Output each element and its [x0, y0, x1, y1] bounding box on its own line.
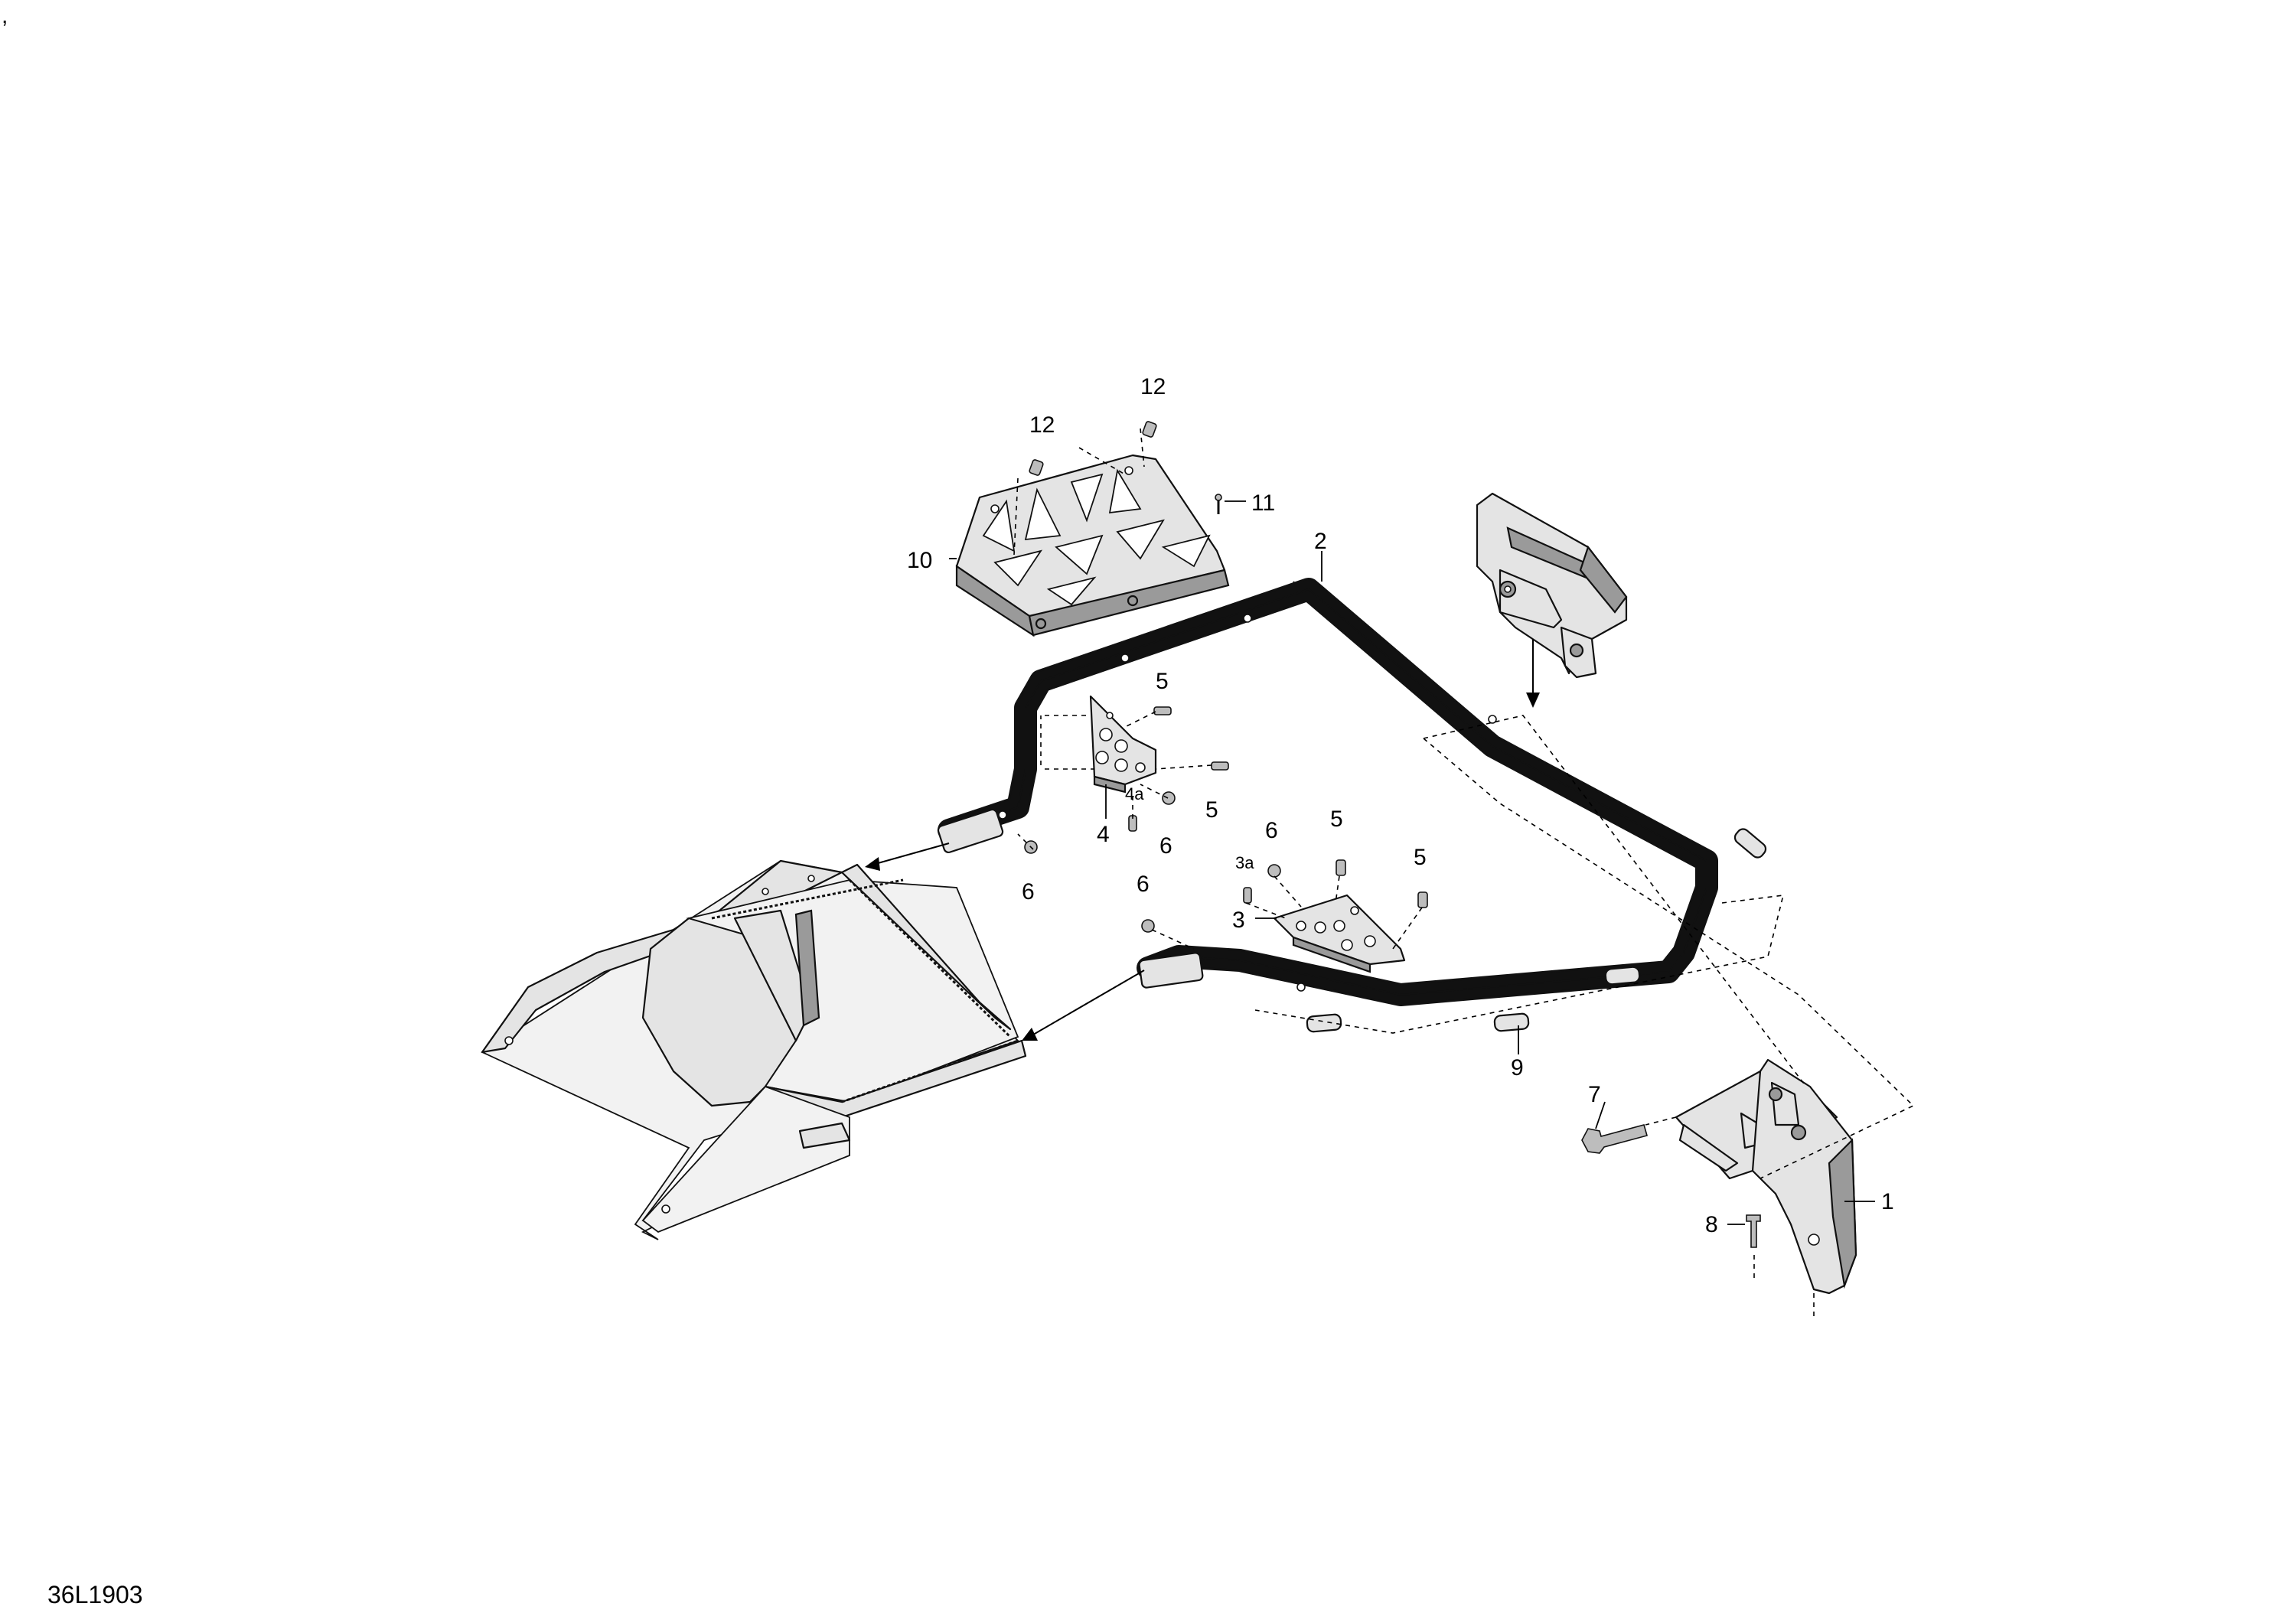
corner-mark: ,: [2, 3, 8, 28]
spacers-part-9: [1306, 828, 1767, 1033]
callout-7: 7: [1588, 1082, 1601, 1107]
callout-2: 2: [1314, 529, 1327, 554]
upper-mount-bracket: [1476, 492, 1628, 679]
callout-leaders: [949, 500, 1875, 1225]
rear-body-tunnel: [481, 859, 1027, 1240]
callout-3: 3: [1232, 908, 1245, 933]
callout-5-b: 5: [1205, 797, 1218, 823]
assembly-dashed-lines: [1013, 428, 1915, 1316]
callout-1: 1: [1881, 1189, 1894, 1214]
callout-6-d: 6: [1137, 872, 1150, 897]
callout-4: 4: [1097, 822, 1110, 847]
callout-4a: 4a: [1125, 784, 1144, 803]
callout-5-d: 5: [1414, 845, 1427, 870]
callout-12-b: 12: [1140, 374, 1166, 399]
step-grid-part-10: [955, 454, 1230, 637]
callout-6-c: 6: [1265, 818, 1278, 843]
callout-6-a: 6: [1022, 879, 1035, 904]
callout-12-a: 12: [1029, 412, 1055, 438]
callout-labels: 1 2 3 3a 4 4a 5 5 5 5 6 6 6 6 7 8 9 10 1…: [907, 374, 1894, 1237]
bracket-part-4: [1089, 695, 1157, 794]
callout-5-c: 5: [1330, 807, 1343, 832]
callout-8: 8: [1705, 1212, 1718, 1237]
bracket-part-3: [1273, 894, 1406, 973]
callout-11: 11: [1251, 490, 1275, 516]
callout-10: 10: [907, 548, 932, 573]
callout-9: 9: [1511, 1055, 1524, 1080]
figure-id: 36L1903: [47, 1581, 143, 1608]
callout-3a: 3a: [1235, 853, 1254, 872]
callout-5-a: 5: [1156, 669, 1169, 694]
callout-6-b: 6: [1159, 833, 1172, 859]
hitch-part-1: [1675, 1058, 1857, 1295]
frame-tube-part-2: [937, 578, 1718, 1006]
direction-arrows: [865, 639, 1540, 1041]
